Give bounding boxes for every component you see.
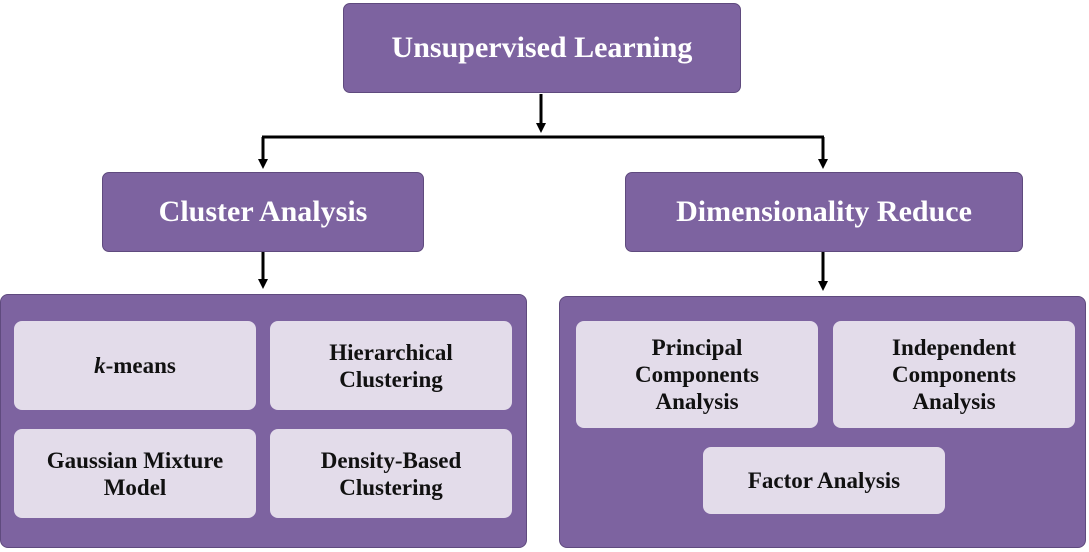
density-based-clustering-line-2: Clustering [339, 474, 443, 500]
independent-components-analysis-line-1: Independent [892, 335, 1016, 360]
root-node-label: Unsupervised Learning [391, 31, 693, 64]
method-independent-components-analysis: Independent Components Analysis [833, 321, 1075, 428]
hierarchical-clustering-label: Hierarchical Clustering [329, 339, 452, 393]
principal-components-analysis-line-1: Principal [651, 335, 743, 360]
method-k-means: k-means [14, 321, 256, 410]
gaussian-mixture-model-line-2: Model [103, 474, 167, 500]
gaussian-mixture-model-line-1: Gaussian Mixture [46, 447, 224, 473]
independent-components-analysis-line-3: Analysis [912, 389, 996, 414]
principal-components-analysis-line-3: Analysis [655, 389, 739, 414]
independent-components-analysis-label: Independent Components Analysis [892, 334, 1016, 415]
hierarchical-clustering-line-2: Clustering [339, 366, 443, 392]
gaussian-mixture-model-label: Gaussian Mixture Model [47, 447, 224, 501]
k-means-prefix: k [94, 353, 106, 378]
k-means-label: k-means [94, 352, 176, 379]
principal-components-analysis-label: Principal Components Analysis [635, 334, 759, 415]
independent-components-analysis-line-2: Components [892, 362, 1016, 387]
node-cluster-analysis: Cluster Analysis [102, 172, 424, 252]
root-node-unsupervised-learning: Unsupervised Learning [343, 3, 741, 93]
factor-analysis-label: Factor Analysis [747, 468, 901, 493]
density-based-clustering-label: Density-Based Clustering [321, 447, 462, 501]
cluster-analysis-label: Cluster Analysis [158, 195, 368, 228]
method-factor-analysis: Factor Analysis [703, 447, 945, 514]
method-hierarchical-clustering: Hierarchical Clustering [270, 321, 512, 410]
hierarchical-clustering-line-1: Hierarchical [329, 339, 453, 365]
method-principal-components-analysis: Principal Components Analysis [576, 321, 818, 428]
dimensionality-reduce-label: Dimensionality Reduce [676, 195, 972, 228]
method-gaussian-mixture-model: Gaussian Mixture Model [14, 429, 256, 518]
k-means-suffix: -means [105, 353, 176, 378]
density-based-clustering-line-1: Density-Based [320, 447, 462, 473]
principal-components-analysis-line-2: Components [635, 362, 759, 387]
node-dimensionality-reduce: Dimensionality Reduce [625, 172, 1023, 252]
method-density-based-clustering: Density-Based Clustering [270, 429, 512, 518]
